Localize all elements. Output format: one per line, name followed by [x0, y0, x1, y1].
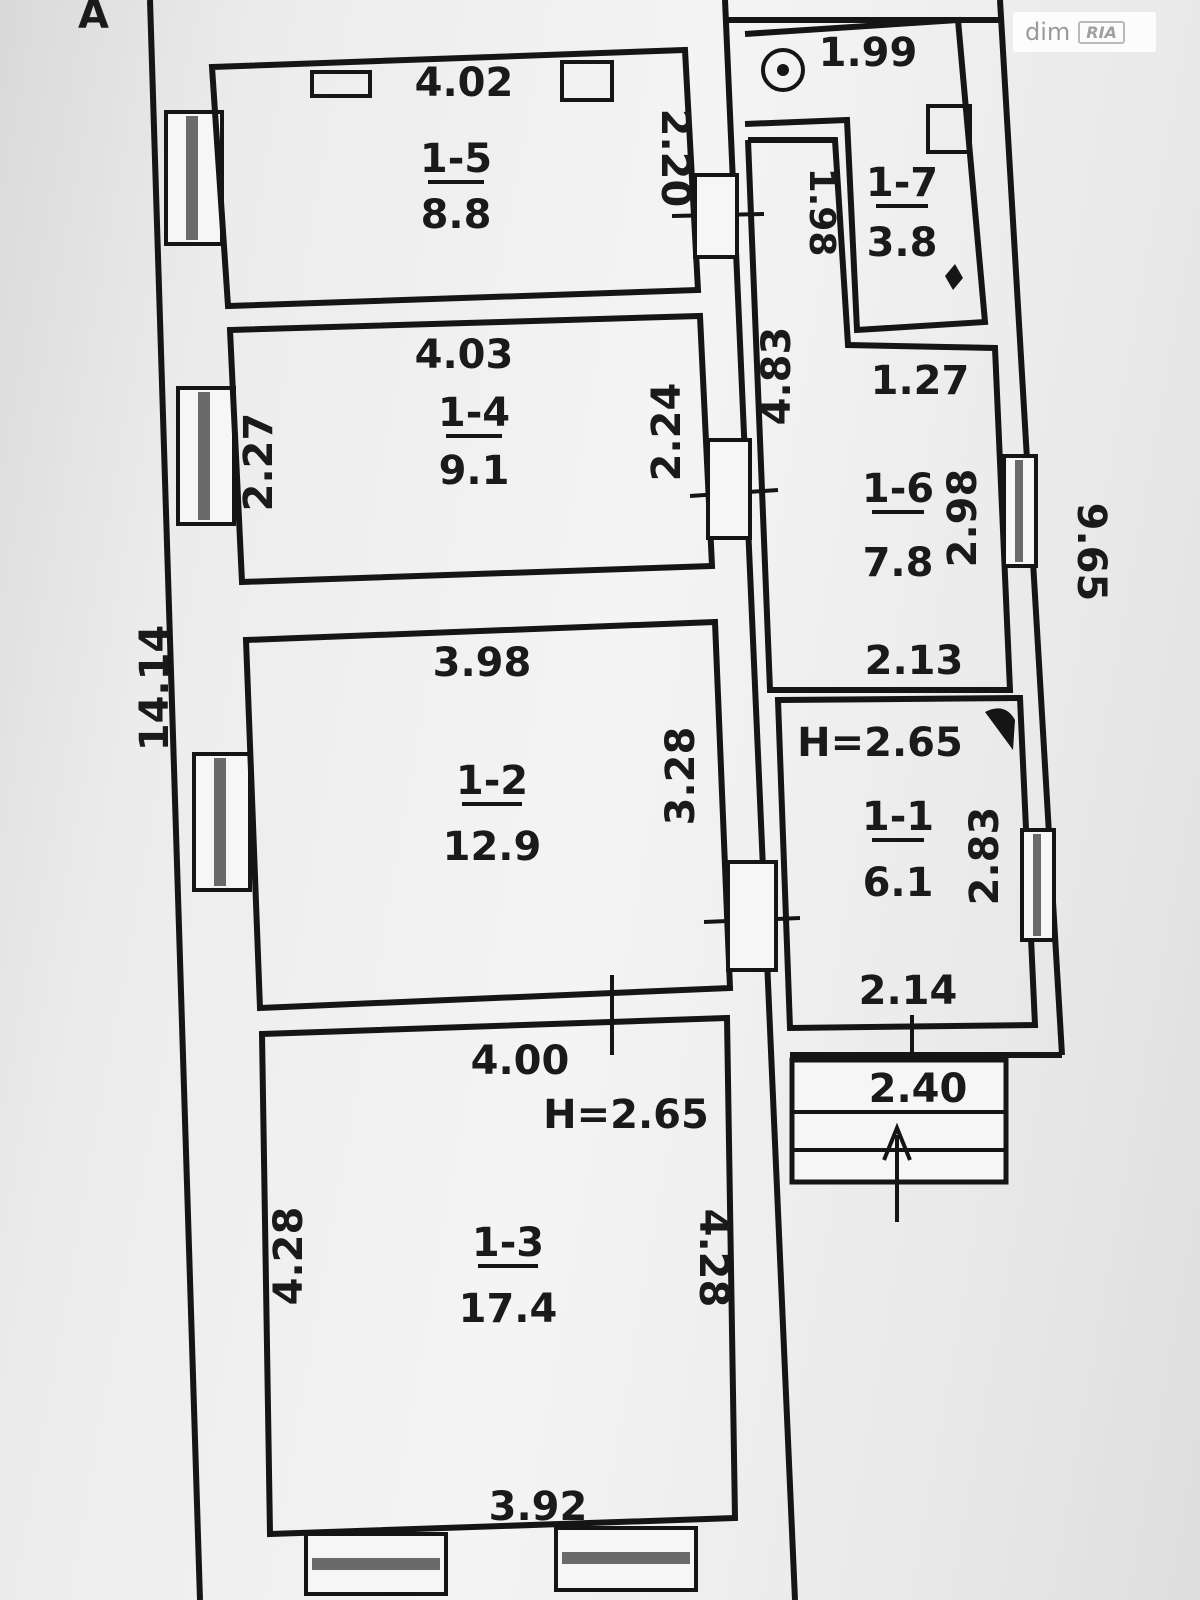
entrance-arrow-head-icon	[882, 1122, 912, 1161]
room-1-4-area: 9.1	[439, 448, 510, 494]
watermark-logo: dim RIA	[1013, 12, 1156, 52]
entrance-porch	[789, 1057, 1009, 1222]
room-1-3-area: 17.4	[459, 1286, 558, 1332]
room-1-2-area: 12.9	[443, 824, 542, 870]
room-1-3-id: 1-3	[472, 1220, 544, 1266]
room-1-1-width: 2.14	[859, 968, 958, 1014]
outer-right-length: 9.65	[1068, 503, 1114, 602]
room-1-2-depth: 3.28	[658, 727, 704, 826]
outer-left-length: 14.14	[132, 625, 178, 752]
drain-icon	[945, 264, 963, 290]
room-1-1-depth: 2.83	[962, 807, 1008, 906]
room-1-7	[744, 16, 989, 334]
room-1-6-depth: 2.98	[940, 469, 986, 568]
room-1-7-width: 1.99	[819, 30, 918, 76]
room-1-6-id: 1-6	[862, 466, 934, 512]
room-1-6-area: 7.8	[863, 540, 934, 586]
porch-width: 2.40	[869, 1066, 968, 1112]
room-1-3	[258, 975, 739, 1538]
room-1-7-depth: 1.98	[801, 168, 842, 257]
room-1-6-width-bottom: 2.13	[865, 638, 964, 684]
room-1-2-width: 3.98	[433, 640, 532, 686]
room-1-1	[774, 694, 1056, 1060]
room-1-6-width-top: 1.27	[871, 358, 970, 404]
stove-corner-icon	[985, 708, 1015, 750]
room-1-4-depth-left: 2.27	[236, 413, 282, 512]
room-1-1-height: H=2.65	[797, 720, 963, 766]
room-1-3-width-top: 4.00	[471, 1038, 570, 1084]
stove-icon	[560, 60, 614, 102]
room-1-3-depth-right: 4.28	[690, 1209, 736, 1308]
left-windows	[164, 110, 252, 892]
bottom-windows	[304, 1526, 698, 1596]
room-1-6-corridor: 4.83	[754, 327, 800, 426]
room-1-5-id: 1-5	[420, 136, 492, 182]
room-1-2	[242, 618, 734, 1012]
boiler-dot	[777, 64, 789, 76]
room-1-3-width-bottom: 3.92	[489, 1484, 588, 1530]
room-1-4-width: 4.03	[415, 332, 514, 378]
corner-label: A	[78, 0, 109, 38]
room-1-5-area: 8.8	[421, 192, 492, 238]
room-1-6	[745, 137, 1038, 693]
room-1-3-depth-left: 4.28	[266, 1207, 312, 1306]
watermark-text: dim	[1025, 18, 1071, 46]
boiler-icon	[761, 48, 805, 92]
room-1-5-width: 4.02	[415, 60, 514, 106]
room-1-7-id: 1-7	[866, 160, 938, 206]
room-1-3-height: H=2.65	[543, 1092, 709, 1138]
watermark-badge: RIA	[1078, 20, 1125, 44]
room-1-2-id: 1-2	[456, 758, 528, 804]
radiator-icon	[310, 70, 372, 98]
room-1-7-area: 3.8	[867, 220, 938, 266]
corridor-doors	[671, 173, 801, 972]
labels: A 14.14 9.65 4.02 1-5 8.8 2.20 4.03 1-4 …	[78, 0, 1114, 1530]
sink-icon	[926, 104, 972, 154]
room-1-4-id: 1-4	[438, 390, 510, 436]
room-1-5-depth: 2.20	[652, 109, 698, 208]
room-1-4-depth-right: 2.24	[644, 383, 690, 482]
room-1-5	[208, 46, 702, 310]
room-1-4	[226, 312, 716, 586]
room-1-1-id: 1-1	[862, 794, 934, 840]
room-1-1-area: 6.1	[863, 860, 934, 906]
